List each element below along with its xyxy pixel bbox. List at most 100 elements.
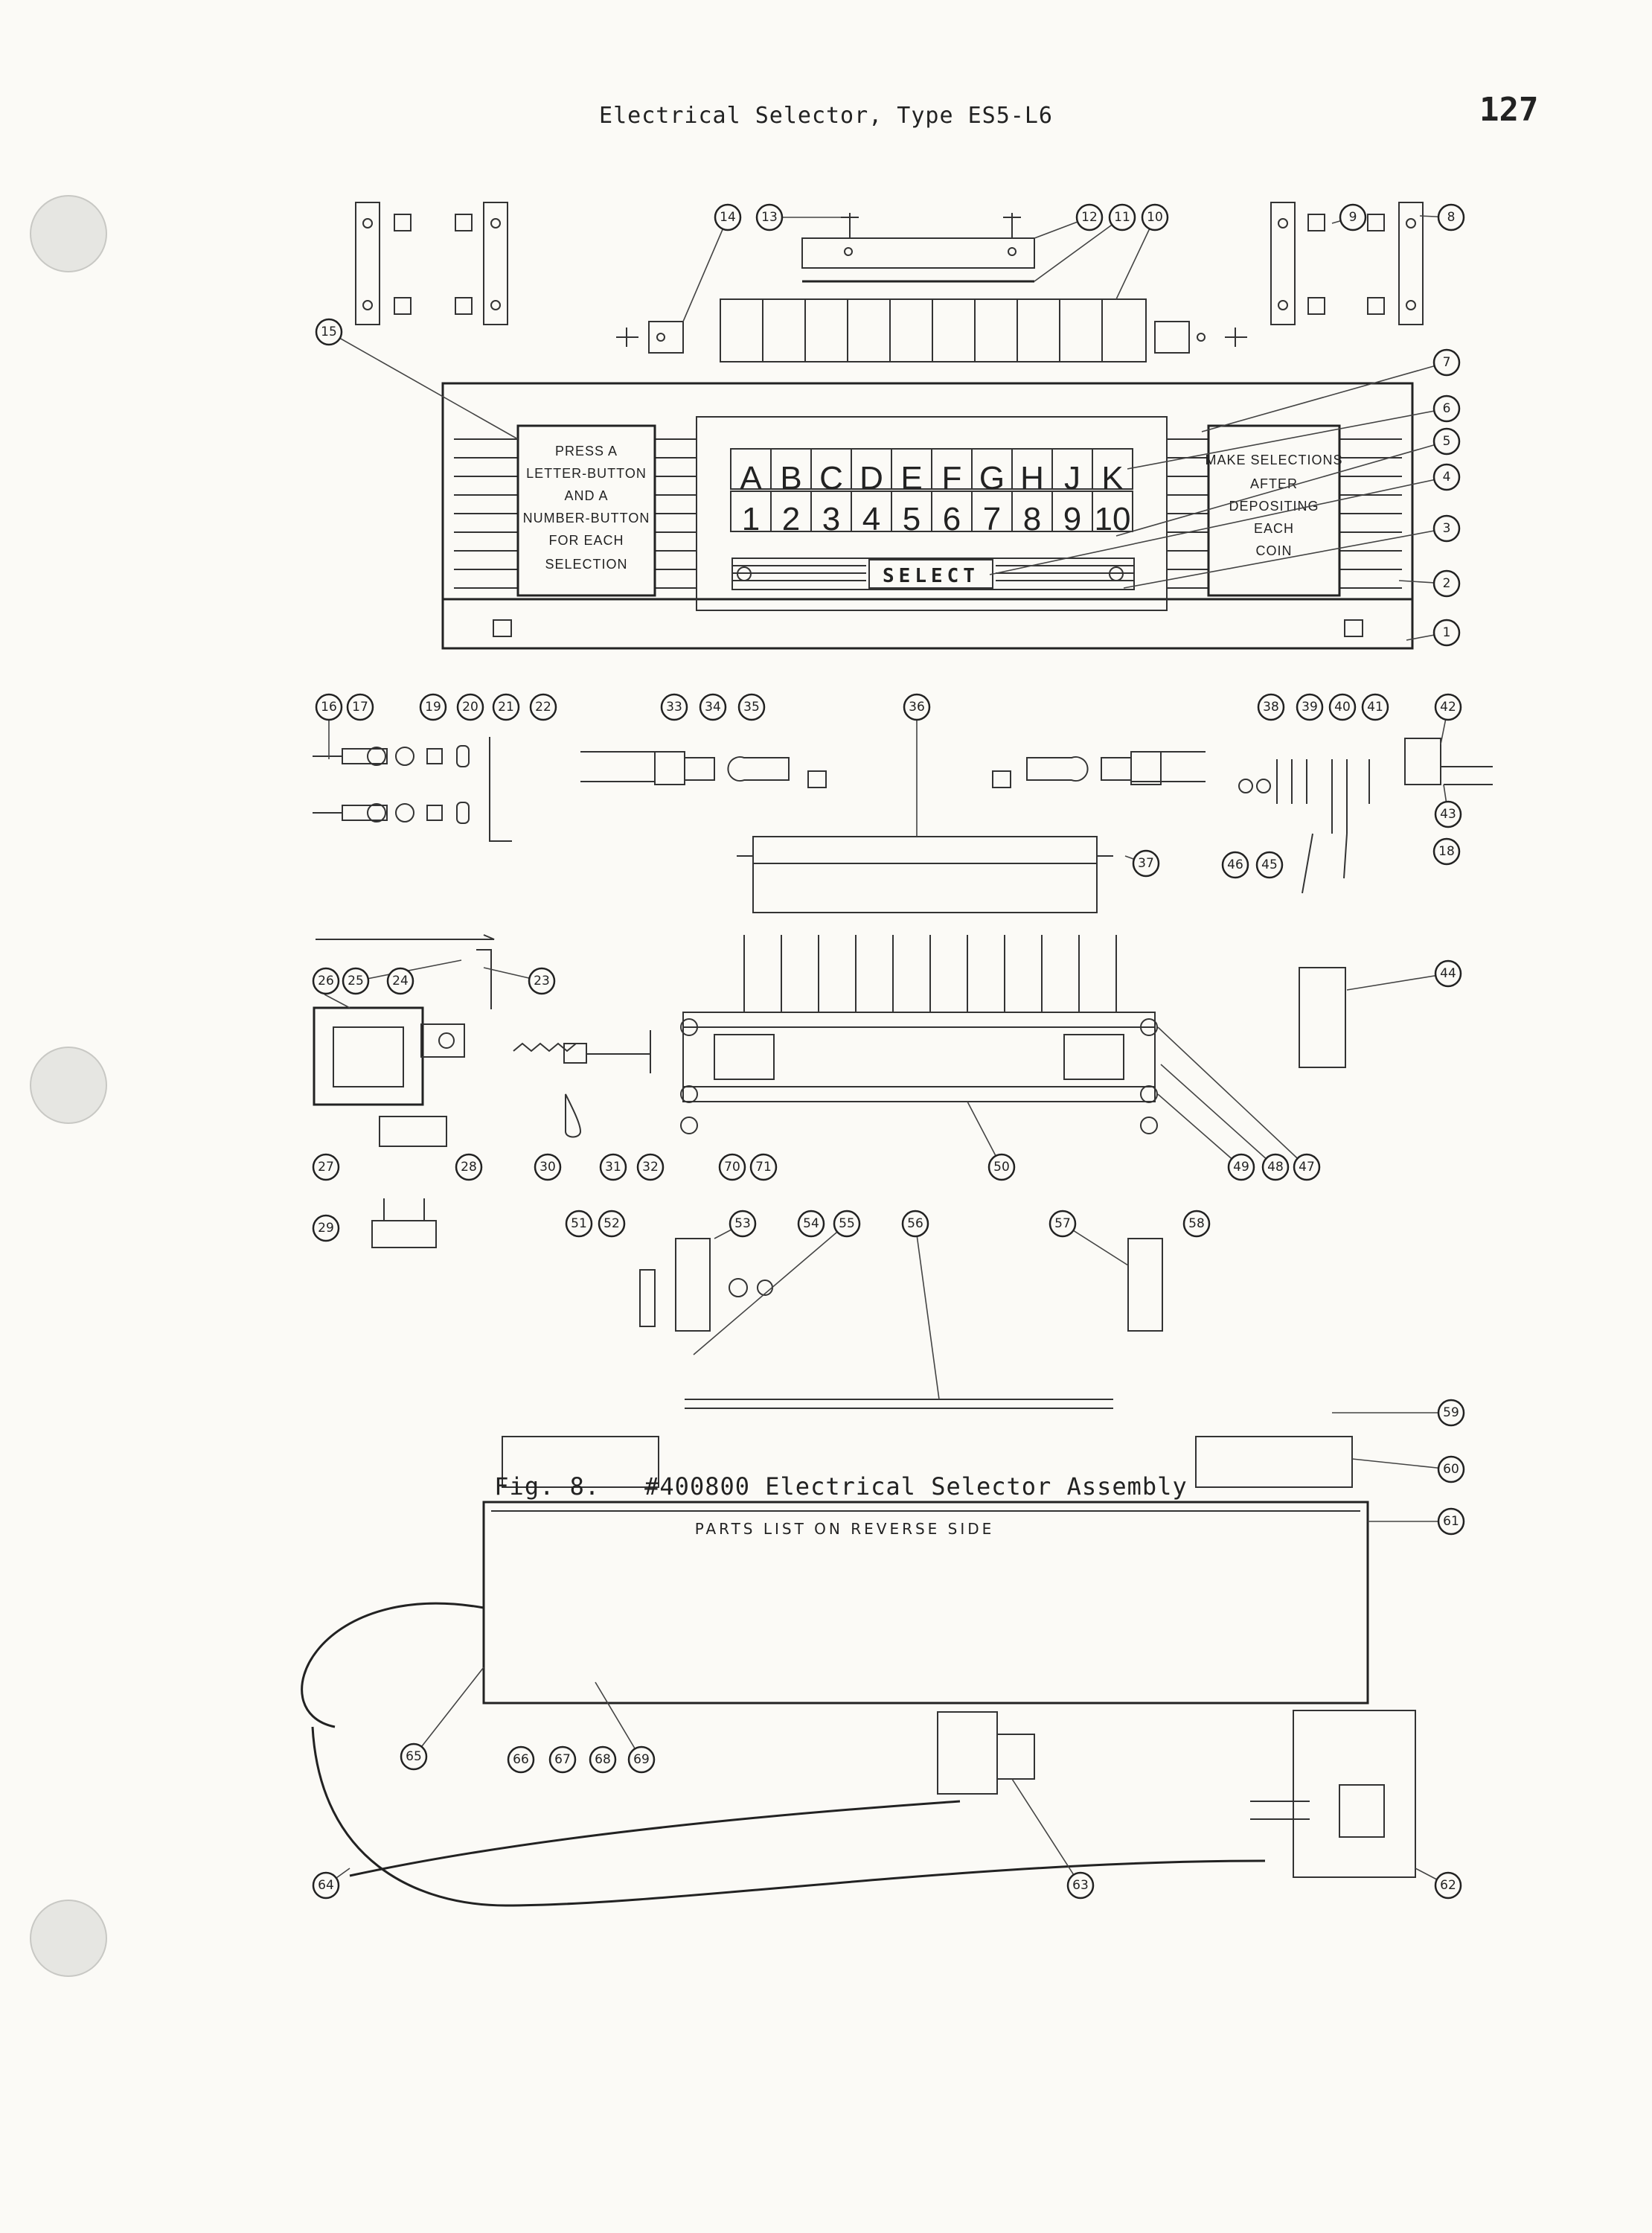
callout-63: 63	[1066, 1871, 1095, 1900]
callout-number: 23	[534, 974, 550, 988]
left-sign-line-4: NUMBER-BUTTON	[523, 511, 650, 525]
callout-circle	[1257, 693, 1285, 721]
callout-41: 41	[1361, 693, 1389, 721]
callout-circle	[901, 1210, 929, 1238]
callout-circle	[315, 318, 343, 346]
callout-circle	[833, 1210, 861, 1238]
number-key-1: 1	[742, 501, 760, 537]
left-sign-line-2: LETTER-BUTTON	[526, 466, 647, 481]
callout-15: 15	[315, 318, 343, 346]
callout-circle	[1293, 1153, 1321, 1181]
letter-key-D: D	[859, 460, 883, 496]
number-key-10: 10	[1095, 501, 1131, 537]
callout-number: 51	[571, 1216, 587, 1231]
callout-number: 24	[392, 974, 409, 988]
callout-38: 38	[1257, 693, 1285, 721]
callout-65: 65	[400, 1742, 428, 1771]
callout-32: 32	[636, 1153, 665, 1181]
callout-circle	[1182, 1210, 1211, 1238]
callout-number: 57	[1054, 1216, 1071, 1231]
callout-number: 71	[755, 1160, 772, 1175]
callout-circle	[400, 1742, 428, 1771]
callout-26: 26	[312, 967, 340, 995]
callout-23: 23	[528, 967, 556, 995]
callout-2: 2	[1432, 569, 1461, 598]
select-button-label: SELECT	[883, 565, 979, 587]
callout-circle	[1075, 203, 1104, 231]
callout-circle	[797, 1210, 825, 1238]
callout-number: 11	[1114, 210, 1130, 225]
callout-circle	[1437, 203, 1465, 231]
callout-50: 50	[987, 1153, 1016, 1181]
callout-circle	[660, 693, 688, 721]
callout-number: 18	[1438, 844, 1455, 859]
callout-number: 46	[1227, 857, 1243, 872]
left-sign-line-3: AND A	[564, 488, 608, 503]
callout-number: 27	[318, 1160, 334, 1175]
callout-7: 7	[1432, 348, 1461, 377]
callout-52: 52	[598, 1210, 626, 1238]
leader-line	[1157, 1026, 1307, 1168]
callout-30: 30	[534, 1153, 562, 1181]
callout-25: 25	[342, 967, 370, 995]
callout-number: 48	[1267, 1160, 1284, 1175]
callout-circle	[1434, 800, 1462, 828]
page-number: 127	[1479, 91, 1539, 129]
callout-64: 64	[312, 1871, 340, 1900]
callout-circle	[627, 1745, 656, 1774]
right-sign-line-2: AFTER	[1250, 476, 1298, 491]
callout-17: 17	[346, 693, 374, 721]
callout-circle	[455, 1153, 483, 1181]
callout-circle	[714, 203, 742, 231]
leader-line	[989, 476, 1447, 575]
number-key-8: 8	[1023, 501, 1041, 537]
binder-hole-top	[30, 195, 107, 272]
left-sign-line-6: SELECTION	[545, 557, 627, 572]
callout-number: 35	[743, 700, 760, 715]
callout-circle	[699, 693, 727, 721]
callout-circle	[1361, 693, 1389, 721]
callout-9: 9	[1339, 203, 1367, 231]
letter-key-C: C	[819, 460, 843, 496]
right-sign-line-4: EACH	[1254, 521, 1294, 536]
number-key-6: 6	[943, 501, 961, 537]
callout-circle	[1432, 514, 1461, 543]
right-instruction-sign: MAKE SELECTIONS AFTER DEPOSITING EACH CO…	[1205, 453, 1342, 558]
callout-67: 67	[548, 1745, 577, 1774]
callout-35: 35	[737, 693, 766, 721]
callout-circle	[903, 693, 931, 721]
callout-number: 28	[461, 1160, 477, 1175]
right-sign-line-3: DEPOSITING	[1229, 499, 1319, 514]
callout-number: 12	[1081, 210, 1098, 225]
callout-68: 68	[589, 1745, 617, 1774]
callout-circle	[1296, 693, 1324, 721]
callout-33: 33	[660, 693, 688, 721]
key-bar	[685, 1399, 1113, 1409]
callout-number: 62	[1440, 1878, 1456, 1893]
callout-circle	[386, 967, 414, 995]
callout-number: 19	[425, 700, 441, 715]
leader-line	[682, 217, 729, 322]
callout-number: 13	[761, 210, 778, 225]
callout-5: 5	[1432, 427, 1461, 456]
left-sign-line-1: PRESS A	[555, 444, 618, 459]
chassis	[482, 1436, 1369, 1705]
callout-number: 3	[1443, 521, 1451, 536]
relay-and-mechanism	[313, 1006, 651, 1248]
callout-number: 69	[633, 1752, 650, 1767]
number-key-9: 9	[1063, 501, 1081, 537]
callout-44: 44	[1434, 959, 1462, 988]
callout-circle	[346, 693, 374, 721]
callout-circle	[1432, 569, 1461, 598]
callout-51: 51	[565, 1210, 593, 1238]
callout-circle	[1261, 1153, 1290, 1181]
callout-10: 10	[1141, 203, 1169, 231]
callout-circle	[729, 1210, 757, 1238]
callout-circle	[636, 1153, 665, 1181]
callout-18: 18	[1432, 837, 1461, 866]
callout-47: 47	[1293, 1153, 1321, 1181]
callout-circle	[718, 1153, 746, 1181]
callout-number: 45	[1261, 857, 1278, 872]
callout-60: 60	[1437, 1455, 1465, 1483]
callout-circle	[565, 1210, 593, 1238]
